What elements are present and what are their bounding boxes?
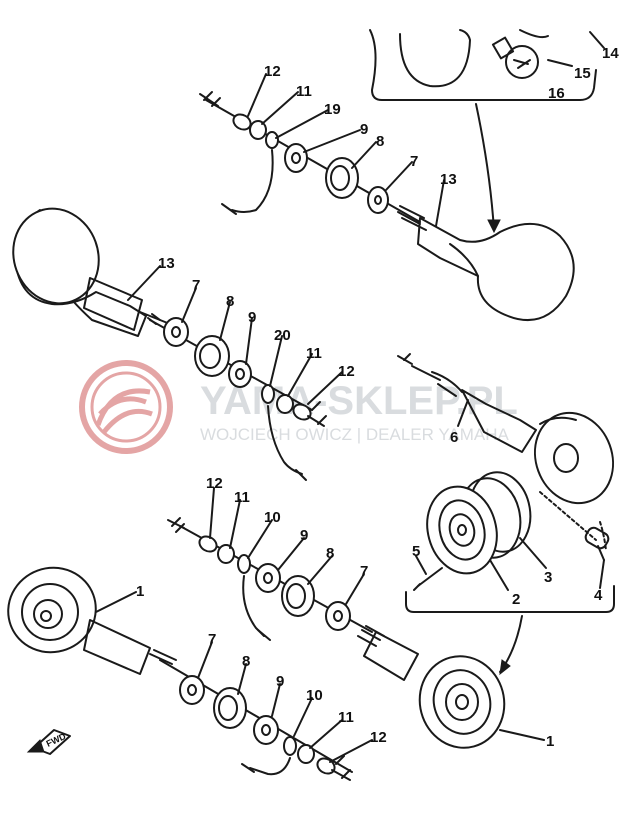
part-number-7-upper: 7 (410, 153, 418, 170)
part-number-20: 20 (274, 327, 291, 344)
part-number-11-middle: 11 (306, 345, 322, 362)
part-number-2: 2 (512, 591, 520, 608)
part-number-7-lower-middle: 7 (360, 563, 368, 580)
right-signal-housing-assembly (397, 353, 615, 676)
part-number-11-lower-left: 11 (338, 709, 354, 726)
inset-top (369, 29, 605, 234)
part-number-1-right: 1 (546, 733, 554, 750)
forward-direction-marker: FWD (26, 729, 71, 755)
watermark-subtitle: WOJCIECH OWICZ | DEALER YAMAHA (200, 425, 510, 444)
part-number-12-lower-left: 12 (370, 729, 387, 746)
middle-left-signal-assembly (12, 207, 327, 481)
part-number-8-lower-left: 8 (242, 653, 250, 670)
part-number-9-lower-left: 9 (276, 673, 284, 690)
part-number-8-upper: 8 (376, 133, 384, 150)
part-number-12-lower-middle: 12 (206, 475, 223, 492)
lens-pattern (438, 499, 486, 561)
part-number-11-lower-middle: 11 (234, 489, 250, 506)
leader-lines (95, 73, 605, 763)
watermark: YAMA-SKLEP.PL WOJCIECH OWICZ | DEALER YA… (79, 360, 518, 454)
part-number-7-lower-left: 7 (208, 631, 216, 648)
lower-middle-signal-assembly (167, 517, 506, 749)
bulb-icon (491, 36, 539, 79)
part-number-9-upper: 9 (360, 121, 368, 138)
lens-pattern-lower-right (432, 669, 492, 735)
bulb-small-icon (584, 526, 610, 561)
lower-left-signal-assembly (7, 566, 353, 781)
part-number-19: 19 (324, 101, 341, 118)
part-number-13-upper: 13 (440, 171, 457, 188)
part-number-16: 16 (548, 85, 565, 102)
part-number-13-middle: 13 (158, 255, 175, 272)
part-number-labels: 12 11 19 9 8 7 13 14 15 16 13 7 8 9 20 1… (136, 45, 619, 750)
watermark-logo-icon (79, 360, 173, 454)
part-number-3: 3 (544, 569, 552, 586)
part-number-4: 4 (594, 587, 603, 604)
part-number-9-middle: 9 (248, 309, 256, 326)
part-number-10-lower-left: 10 (306, 687, 323, 704)
part-number-5: 5 (412, 543, 420, 560)
part-number-8-middle: 8 (226, 293, 234, 310)
part-number-12-upper: 12 (264, 63, 281, 80)
part-number-9-lower-middle: 9 (300, 527, 308, 544)
part-number-14: 14 (602, 45, 619, 62)
part-number-6: 6 (450, 429, 458, 446)
watermark-brand: YAMA-SKLEP.PL (200, 379, 518, 423)
part-number-15: 15 (574, 65, 591, 82)
part-number-11-upper: 11 (296, 83, 312, 100)
part-number-12-middle: 12 (338, 363, 355, 380)
part-number-10-lower-middle: 10 (264, 509, 281, 526)
part-number-7-middle: 7 (192, 277, 200, 294)
lens-pattern-lower-left (21, 583, 79, 641)
part-number-8-lower-middle: 8 (326, 545, 334, 562)
part-number-1-left: 1 (136, 583, 144, 600)
upper-right-signal-assembly (199, 91, 575, 321)
